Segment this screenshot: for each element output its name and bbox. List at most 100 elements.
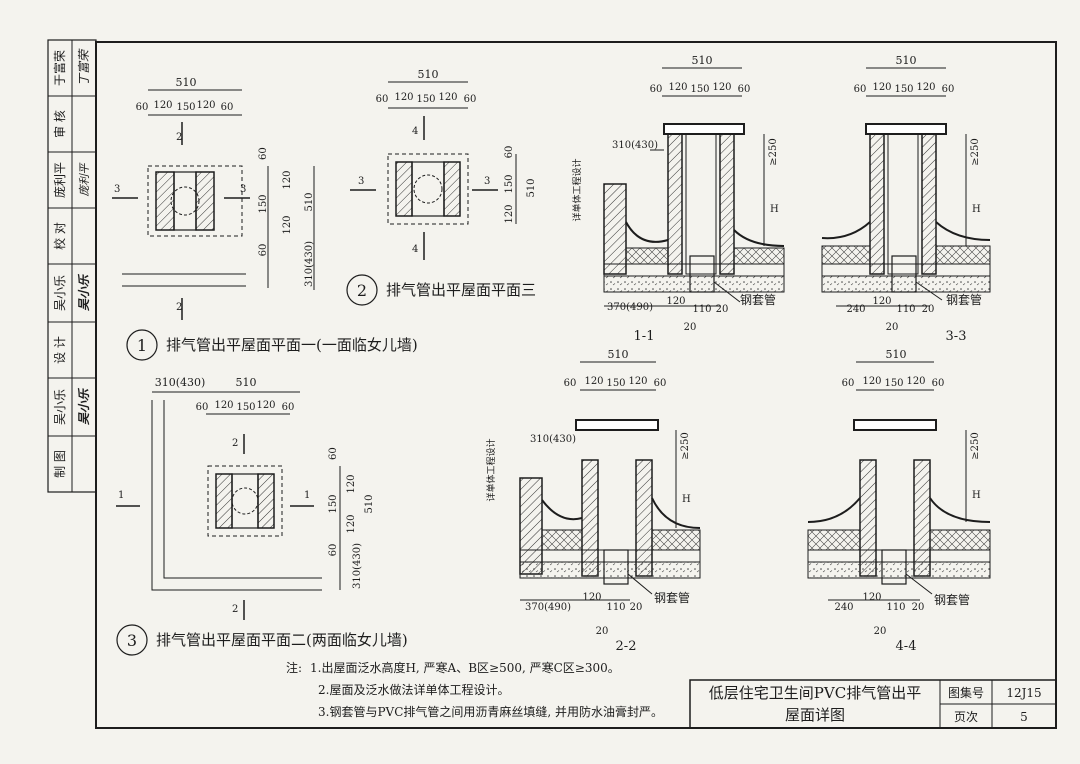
plan3-dim-60b: 60 [282,402,295,413]
plan3-dim-510: 510 [236,376,257,389]
s22-ge250: ≥250 [680,432,691,459]
section-3-3: 510 60 120 150 120 60 ≥250 H 240 120 110… [821,54,991,344]
s22-dim-120a: 120 [584,376,603,387]
title-block: 低层住宅卫生间PVC排气管出平 屋面详图 图集号 12J15 页次 5 [689,679,1057,729]
s22-dim-120: 120 [582,592,601,603]
s44-dim-20a: 20 [912,602,925,613]
s33-dim-120: 120 [872,296,891,307]
plan1-side-150: 150 [258,194,269,213]
plan3-dim-150: 150 [236,402,255,413]
s11-dim-310: 310(430) [612,140,658,151]
plan1-dim-150: 150 [176,102,195,113]
title-line-1: 低层住宅卫生间PVC排气管出平 [709,684,921,702]
s44-dim-510: 510 [886,348,907,361]
plan1-cut-bottom: 2 [176,302,182,313]
s11-dim-510: 510 [692,54,713,67]
notes-label: 注: [286,660,302,675]
atlas-value: 12J15 [1006,686,1041,700]
plan1-cut-right: 3 [240,184,246,195]
plan3-cut-bottom: 2 [232,604,238,615]
plan2-side-60a: 60 [504,146,515,159]
plan2-dim-120a: 120 [394,92,413,103]
s22-H: H [682,494,691,505]
s11-dim-20a: 20 [716,304,729,315]
plan3-side-150: 150 [328,494,339,513]
plan1-side-60b: 60 [258,244,269,257]
plan2-dim-120b: 120 [438,92,457,103]
s11-steel-sleeve: 钢套管 [740,292,776,307]
plan3-side-510: 510 [364,494,375,513]
s33-H: H [972,204,981,215]
plan3-dim-120b: 120 [256,400,275,411]
plan1-dim-120a: 120 [153,100,172,111]
section-2-2: 510 60 120 150 120 60 310(430) 详单体工程设计 ≥… [485,348,701,654]
sidebar-role-1: 于富荣 [52,50,67,86]
s11-label: 1-1 [634,329,655,344]
plan-2: 510 60 120 150 120 60 4 3 3 4 60 150 120… [346,68,537,306]
s44-ge250: ≥250 [970,432,981,459]
plan1-dim-510: 510 [176,76,197,89]
plan3-side-310: 310(430) [352,543,363,589]
s11-dim-20b: 20 [684,322,697,333]
plan-1: 510 60 120 150 120 60 2 3 3 60 120 150 1… [112,76,418,361]
plan1-side-510: 510 [304,192,315,211]
sidebar-sign-3: 庞利平 [78,163,91,197]
plan-3: 310(430) 510 60 120 150 120 60 2 1 1 2 6… [116,376,408,656]
s11-see-design: 详单体工程设计 [571,158,583,221]
sidebar-role-3: 庞利平 [52,162,67,198]
s22-dim-120b: 120 [628,376,647,387]
s33-dim-510: 510 [896,54,917,67]
s22-dim-510: 510 [608,348,629,361]
plan1-dim-120b: 120 [196,100,215,111]
plan3-side-60a: 60 [328,447,339,460]
s11-dim-120c: 120 [666,296,685,307]
s11-H: H [770,204,779,215]
s22-dim-310: 310(430) [530,434,576,445]
sidebar-sign-5: 吴小乐 [77,273,91,311]
s33-ge250: ≥250 [970,138,981,165]
s44-H: H [972,490,981,501]
s33-dim-60a: 60 [854,84,867,95]
s22-steel-sleeve: 钢套管 [654,590,690,605]
notes: 注: 1.出屋面泛水高度H, 严寒A、B区≥500, 严寒C区≥300。 2.屋… [286,660,663,719]
s33-steel-sleeve: 钢套管 [946,292,982,307]
s11-ge250: ≥250 [768,138,779,165]
s22-dim-150: 150 [606,378,625,389]
plan2-number: 2 [357,281,367,300]
s11-dim-120b: 120 [712,82,731,93]
s44-dim-120b: 120 [906,376,925,387]
s11-dim-60b: 60 [738,84,751,95]
s33-dim-120b: 120 [916,82,935,93]
page-value: 5 [1020,710,1028,724]
s22-dim-110: 110 [606,602,625,613]
s44-dim-120: 120 [862,592,881,603]
s33-dim-60b: 60 [942,84,955,95]
s33-dim-150: 150 [894,84,913,95]
plan2-side-510: 510 [526,178,537,197]
sidebar-role-2: 审 核 [52,110,67,138]
plan2-cut-top: 4 [412,126,418,137]
s33-dim-120a: 120 [872,82,891,93]
s22-dim-20a: 20 [630,602,643,613]
page-label: 页次 [954,710,978,724]
s44-dim-150: 150 [884,378,903,389]
note-3: 3.钢套管与PVC排气管之间用沥青麻丝填缝, 并用防水油膏封严。 [318,704,663,719]
s33-dim-110: 110 [896,304,915,315]
plan2-cut-right: 3 [484,176,490,187]
s44-dim-110: 110 [886,602,905,613]
plan2-dim-150: 150 [416,94,435,105]
title-line-2: 屋面详图 [785,706,845,724]
plan3-cut-top: 2 [232,438,238,449]
s22-dim-60a: 60 [564,378,577,389]
s22-label: 2-2 [616,639,637,654]
note-1: 1.出屋面泛水高度H, 严寒A、B区≥500, 严寒C区≥300。 [310,660,620,675]
note-2: 2.屋面及泛水做法详单体工程设计。 [318,682,509,697]
sidebar-role-4: 校 对 [52,222,67,250]
plan3-side-60b: 60 [328,544,339,557]
sidebar-sign-1: 丁富荣 [77,48,91,86]
plan3-side-120b: 120 [346,514,357,533]
plan3-number: 3 [127,631,137,650]
signature-sidebar: 于富荣 丁富荣 审 核 庞利平 庞利平 校 对 吴小乐 吴小乐 设 计 吴小乐 … [47,39,97,493]
s44-dim-240: 240 [834,602,853,613]
plan1-cut-left: 3 [114,184,120,195]
